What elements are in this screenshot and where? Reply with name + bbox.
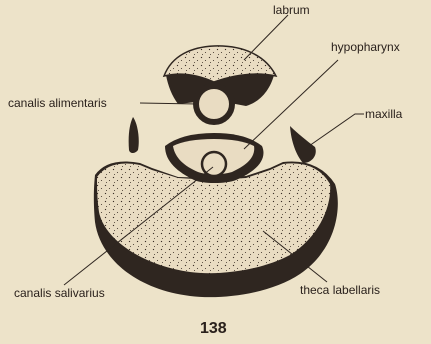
leader-line-maxilla xyxy=(309,114,364,146)
maxilla-left xyxy=(129,117,139,153)
leader-line-labrum xyxy=(244,15,288,60)
label-hypopharynx: hypopharynx xyxy=(331,40,400,54)
label-canalis-salivarius: canalis salivarius xyxy=(14,286,105,300)
canalis-alimentaris xyxy=(196,86,232,122)
label-theca-labellaris: theca labellaris xyxy=(300,283,380,297)
label-canalis-alimentaris: canalis alimentaris xyxy=(8,96,107,110)
label-labrum: labrum xyxy=(273,3,310,17)
page-number: 138 xyxy=(200,320,227,338)
leader-line-canalis-alimentaris xyxy=(140,103,197,104)
label-maxilla: maxilla xyxy=(365,107,402,121)
